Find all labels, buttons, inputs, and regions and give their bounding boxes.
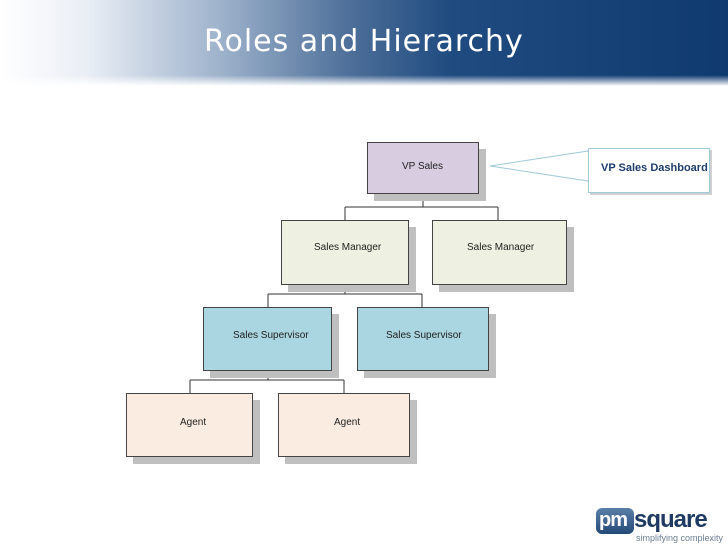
pmsquare-logo: pm square simplifying complexity [596,506,723,543]
node-label: Sales Supervisor [386,330,462,341]
header-band [0,0,728,86]
node-sales-supervisor-2: Sales Supervisor [357,307,489,371]
logo-tagline: simplifying complexity [636,533,724,543]
node-sales-supervisor-1: Sales Supervisor [203,307,332,371]
node-agent-2: Agent [278,393,410,457]
callout-label: VP Sales Dashboard [601,162,708,174]
logo-mark: pm [596,508,634,534]
node-label: Sales Manager [314,242,382,253]
logo-wordmark: square [634,506,708,533]
node-sales-manager-1: Sales Manager [281,220,409,285]
node-vp-sales: VP Sales [367,142,479,194]
node-label: Sales Manager [467,242,535,253]
node-label: VP Sales [402,161,443,172]
node-sales-manager-2: Sales Manager [432,220,567,285]
callout-pointer [489,150,589,182]
callout-vp-sales-dashboard: VP Sales Dashboard [588,148,710,193]
node-agent-1: Agent [126,393,253,457]
node-label: Sales Supervisor [233,330,309,341]
slide-title: Roles and Hierarchy [204,24,524,59]
logo-mark-text: pm [599,509,628,531]
node-label: Agent [180,417,207,428]
node-label: Agent [334,417,361,428]
